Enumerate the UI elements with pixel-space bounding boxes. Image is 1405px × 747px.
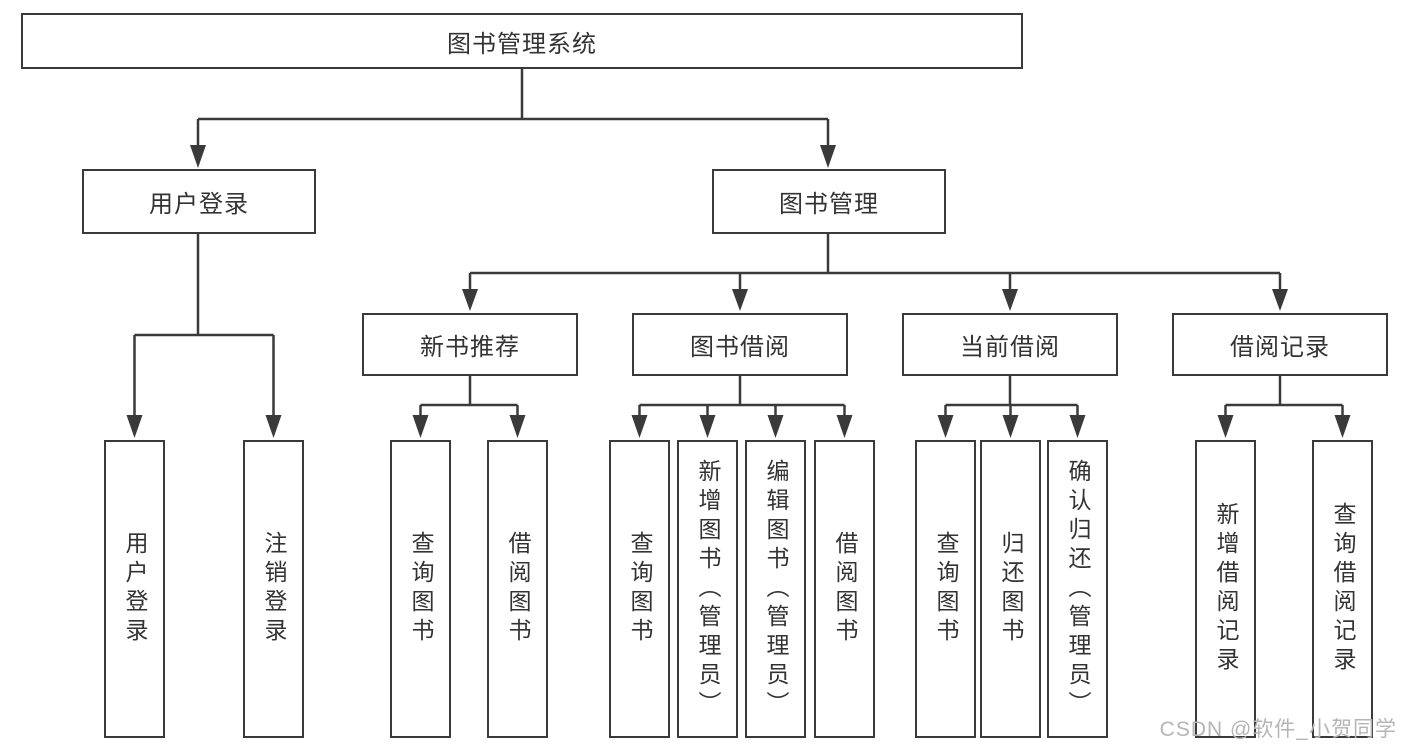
leaf-query-borrow-record: 查询借阅记录: [1312, 440, 1373, 738]
node-user-login-label: 用户登录: [149, 191, 249, 218]
node-book-borrow-label: 图书借阅: [690, 334, 790, 361]
csdn-watermark: CSDN @软件_小贺同学: [1159, 718, 1397, 741]
node-book-borrow: 图书借阅: [632, 313, 848, 376]
node-current-borrow-label: 当前借阅: [960, 334, 1060, 361]
leaf-query-books-borrow: 查询图书: [609, 440, 670, 738]
leaf-borrow-books: 借阅图书: [814, 440, 875, 738]
leaf-add-books-admin: 新增图书（管理员）: [677, 440, 738, 738]
node-root-system-label: 图书管理系统: [447, 30, 597, 58]
node-borrow-records-label: 借阅记录: [1230, 334, 1330, 361]
node-root-system: 图书管理系统: [21, 13, 1023, 69]
leaf-edit-books-admin: 编辑图书（管理员）: [745, 440, 806, 738]
leaf-query-books-current: 查询图书: [915, 440, 976, 738]
node-borrow-records: 借阅记录: [1172, 313, 1388, 376]
leaf-user-login: 用户登录: [104, 440, 165, 738]
leaf-borrow-books-recommend: 借阅图书: [487, 440, 548, 738]
leaf-add-borrow-record: 新增借阅记录: [1195, 440, 1256, 738]
node-book-management-label: 图书管理: [779, 191, 879, 218]
node-new-book-recommend: 新书推荐: [362, 313, 578, 376]
leaf-confirm-return-admin: 确认归还（管理员）: [1047, 440, 1108, 738]
node-book-management: 图书管理: [712, 169, 946, 234]
node-current-borrow: 当前借阅: [902, 313, 1118, 376]
node-user-login: 用户登录: [82, 169, 316, 234]
leaf-query-books-recommend: 查询图书: [390, 440, 451, 738]
node-new-book-recommend-label: 新书推荐: [420, 334, 520, 361]
leaf-logout: 注销登录: [243, 440, 304, 738]
leaf-return-books: 归还图书: [980, 440, 1041, 738]
